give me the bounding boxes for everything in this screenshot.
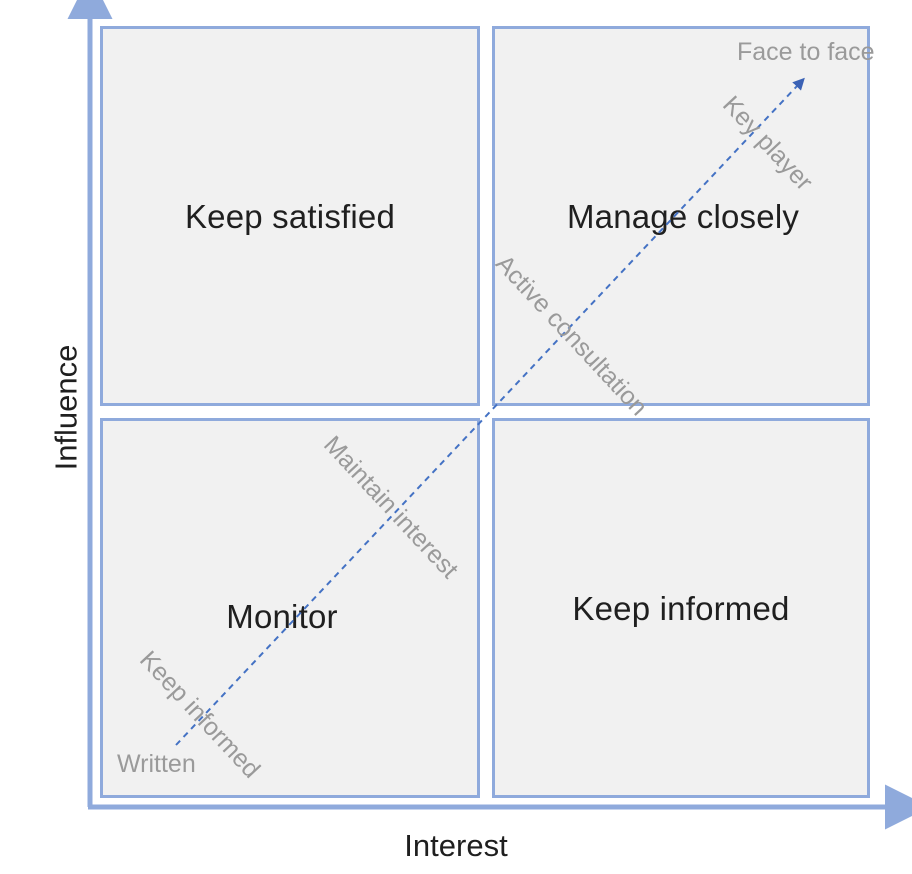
- y-axis-title: Influence: [48, 344, 84, 471]
- quadrant-monitor[interactable]: Monitor: [100, 418, 480, 798]
- quadrant-manage-closely[interactable]: Manage closely: [492, 26, 870, 406]
- quadrant-label-keep-informed: Keep informed: [572, 589, 790, 627]
- quadrant-label-keep-satisfied: Keep satisfied: [184, 197, 396, 235]
- quadrant-keep-satisfied[interactable]: Keep satisfied: [100, 26, 480, 406]
- x-axis-title: Interest: [404, 828, 508, 863]
- quadrant-label-monitor: Monitor: [226, 597, 338, 635]
- continuum-endpoint-written: Written: [117, 750, 196, 778]
- quadrant-label-manage-closely: Manage closely: [566, 197, 800, 235]
- continuum-endpoint-face-to-face: Face to face: [737, 38, 875, 66]
- quadrant-keep-informed[interactable]: Keep informed: [492, 418, 870, 798]
